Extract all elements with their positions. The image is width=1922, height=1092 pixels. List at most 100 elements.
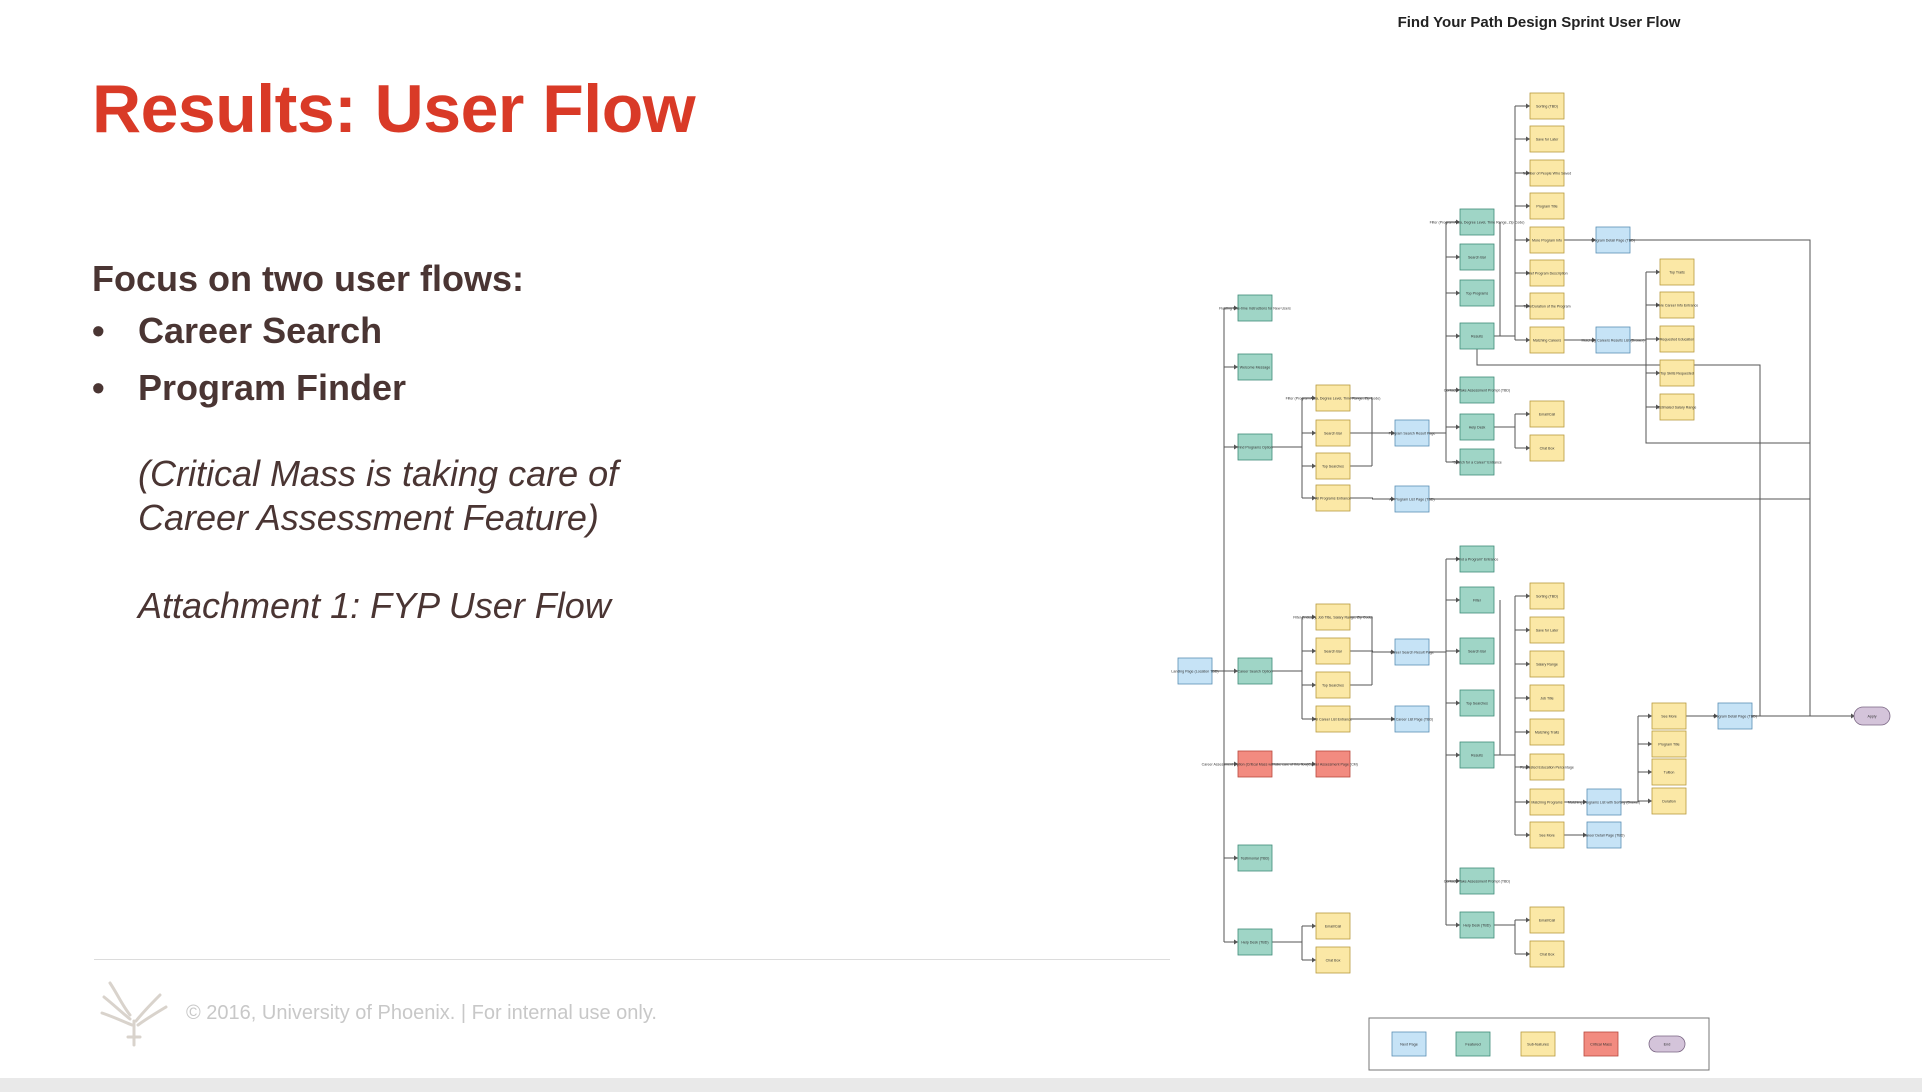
legend-item: End — [1648, 1035, 1686, 1053]
flow-node-cr-help: Help Desk (TBD) — [1459, 911, 1495, 939]
flow-node-label: Apply — [1868, 715, 1877, 719]
flow-arrow — [1312, 395, 1316, 401]
flow-node-label: Tuition — [1664, 771, 1675, 775]
flow-node-cr-job: Job Title — [1529, 684, 1565, 712]
flow-node-label: Search Bar — [1468, 256, 1487, 260]
flow-arrow — [1526, 237, 1530, 243]
flow-node-label: Requested Education — [1660, 338, 1694, 342]
bullet-label: Career Search — [138, 310, 383, 351]
flow-arrow — [1312, 957, 1316, 963]
flow-node-cr-proglist: Matching Programs List with Sorting (Dra… — [1568, 788, 1641, 816]
flow-arrow — [1648, 798, 1652, 804]
flow-node-label: Sorting (TBD) — [1536, 105, 1558, 109]
flow-arrow — [1526, 103, 1530, 109]
flow-node-label: Career Assessment Option (Critical Mass … — [1202, 763, 1309, 767]
flow-node-label: Search Bar — [1324, 650, 1343, 654]
flow-arrow — [1526, 917, 1530, 923]
flow-arrow — [1456, 556, 1460, 562]
flow-node-pr-more: More Program Info — [1529, 226, 1565, 254]
note-line-1: (Critical Mass is taking care of — [138, 453, 619, 494]
flow-node-label: "Find a Program" Entrance — [1456, 558, 1499, 562]
legend-item: Sub-features — [1520, 1031, 1556, 1057]
flow-arrow — [1312, 716, 1316, 722]
flow-arrow — [1583, 799, 1587, 805]
flow-node-pr-salary: Estimated Salary Range — [1658, 393, 1697, 421]
flow-arrow — [1526, 303, 1530, 309]
flow-node-end: Apply — [1853, 706, 1891, 726]
flow-node-cr-save: Save for Later — [1529, 616, 1565, 644]
flow-node-label: Floating One-time Instructions for New U… — [1219, 307, 1291, 311]
flow-arrow — [1234, 305, 1238, 311]
flow-node-label: Results — [1471, 335, 1483, 339]
flow-node-pr-time: Time/Duration of the Program — [1523, 292, 1571, 320]
flow-node-label: Testimonial (TBD) — [1241, 857, 1270, 861]
flow-node-label: Help Desk (TBD) — [1463, 924, 1490, 928]
flow-arrow — [1648, 741, 1652, 747]
flow-node-label: Find Programs Option — [1237, 446, 1272, 450]
flow-node-label: Help Desk — [1469, 426, 1486, 430]
slide-title: Results: User Flow — [92, 71, 696, 147]
footer-divider — [94, 959, 1170, 960]
flow-arrow — [1456, 459, 1460, 465]
flow-node-cr-top: Top Searches — [1459, 689, 1495, 717]
flow-arrow — [1234, 761, 1238, 767]
flow-arrow — [1391, 649, 1395, 655]
flow-node-label: Career Search Option — [1238, 670, 1273, 674]
flow-node-cr-contact: Contact / Take Assessment Prompt (TBD) — [1444, 867, 1510, 895]
flow-arrow — [1312, 923, 1316, 929]
flow-node-label: Top Searches — [1466, 702, 1488, 706]
flow-arrow — [1526, 627, 1530, 633]
flow-node-label: Matching Programs List with Sorting (Dra… — [1568, 801, 1641, 805]
legend-label: Next Page — [1400, 1043, 1418, 1047]
flow-arrow — [1456, 387, 1460, 393]
legend-label: End — [1664, 1043, 1671, 1047]
flow-arrow — [1456, 254, 1460, 260]
flow-connector — [1630, 239, 1811, 716]
flow-node-label: More Program Info — [1532, 239, 1562, 243]
flow-node-label: Estimated Salary Range — [1658, 406, 1697, 410]
flow-node-label: Filter (Industry, Job Title, Salary Rang… — [1293, 616, 1373, 620]
flow-node-cr-duration: Duration — [1651, 787, 1687, 815]
flow-arrow — [1391, 496, 1395, 502]
flow-node-landing: Landing Page (Location TBD) — [1171, 657, 1219, 685]
flow-node-label: Top Traits — [1669, 271, 1685, 275]
flow-node-pr-email: Email/Call — [1529, 400, 1565, 428]
flow-node-label: Top Searches — [1322, 465, 1344, 469]
flow-node-ca-page: Career Assessment Page (CM) — [1308, 750, 1358, 778]
flow-arrow — [1656, 370, 1660, 376]
flow-node-label: Contact / Take Assessment Prompt (TBD) — [1444, 389, 1510, 393]
flow-node-label: Matching Programs — [1531, 801, 1562, 805]
flow-arrow — [1312, 430, 1316, 436]
flow-node-pf-top: Top Searches — [1315, 452, 1351, 480]
flow-node-label: Search Bar — [1468, 650, 1487, 654]
flow-arrow — [1526, 170, 1530, 176]
flow-node-label: Job Title — [1540, 697, 1553, 701]
flow-arrow — [1391, 430, 1395, 436]
flow-node-cr-seemore2: See More — [1651, 702, 1687, 730]
flow-arrow — [1526, 411, 1530, 417]
flow-arrow — [1456, 878, 1460, 884]
flow-node-label: Email/Call — [1325, 925, 1341, 929]
flow-node-pf-search: Search Bar — [1315, 419, 1351, 447]
legend-item: Critical Mass — [1583, 1031, 1619, 1057]
flow-node-pr-top: Top Programs — [1459, 279, 1495, 307]
flow-node-welcome: Welcome Message — [1237, 353, 1273, 381]
flow-node-label: Chat Box — [1540, 447, 1555, 451]
flow-node-helpdesk1: Help Desk (TBD) — [1237, 928, 1273, 956]
flow-node-cr-sort: Sorting (TBD) — [1529, 582, 1565, 610]
flow-node-label: Duration — [1662, 800, 1676, 804]
flow-node-label: Program Title — [1536, 205, 1557, 209]
flow-node-pf-filter: Filter (Program Area, Degree Level, Time… — [1286, 384, 1380, 412]
flow-arrow — [1234, 668, 1238, 674]
flow-node-firsttime: Floating One-time Instructions for New U… — [1219, 294, 1291, 322]
flow-node-label: Search Bar — [1324, 432, 1343, 436]
flow-node-pr-results: Results — [1459, 322, 1495, 350]
flow-arrow — [1312, 495, 1316, 501]
flow-node-cr-reqedu: Requested Education Percentage — [1520, 753, 1574, 781]
flow-arrow — [1312, 614, 1316, 620]
bullet-dot: • — [92, 367, 105, 408]
legend-item: Featured — [1455, 1031, 1491, 1057]
note-line-2: Career Assessment Feature) — [138, 497, 599, 538]
flow-node-cr-progtitle: Program Title — [1651, 730, 1687, 758]
